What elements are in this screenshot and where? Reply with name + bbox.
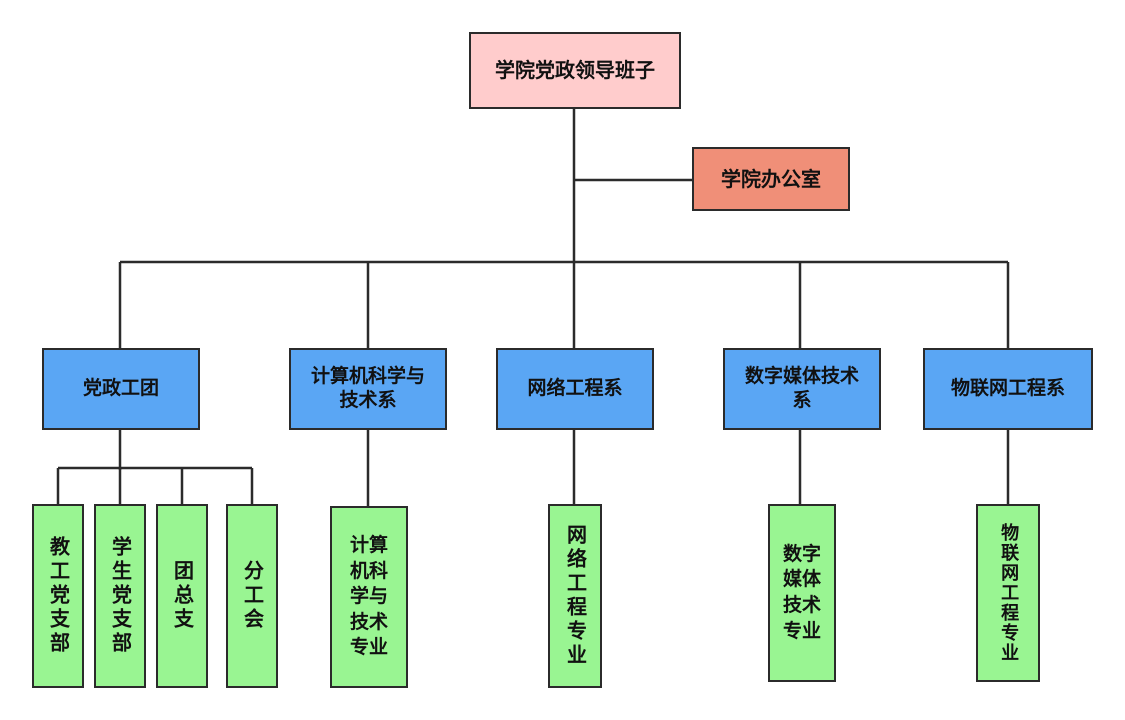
major-node-computer-science: 计算机科学与技术专业 (330, 506, 408, 688)
major-node-digital-media: 数字媒体技术专业 (768, 504, 836, 682)
department-node-computer-science: 计算机科学与技术系 (289, 348, 447, 430)
department-node-party-affairs: 党政工团 (42, 348, 200, 430)
major-node-iot-engineering: 物联网工程专业 (976, 504, 1040, 682)
unit-node-student-party-branch: 学生党支部 (94, 504, 146, 688)
department-node-iot-engineering: 物联网工程系 (923, 348, 1093, 430)
unit-node-youth-league: 团总支 (156, 504, 208, 688)
major-node-network-engineering: 网络工程专业 (548, 504, 602, 688)
root-node: 学院党政领导班子 (469, 32, 681, 109)
department-node-network-engineering: 网络工程系 (496, 348, 654, 430)
office-node: 学院办公室 (692, 147, 850, 211)
unit-node-trade-union: 分工会 (226, 504, 278, 688)
unit-node-faculty-party-branch: 教工党支部 (32, 504, 84, 688)
department-node-digital-media: 数字媒体技术系 (723, 348, 881, 430)
